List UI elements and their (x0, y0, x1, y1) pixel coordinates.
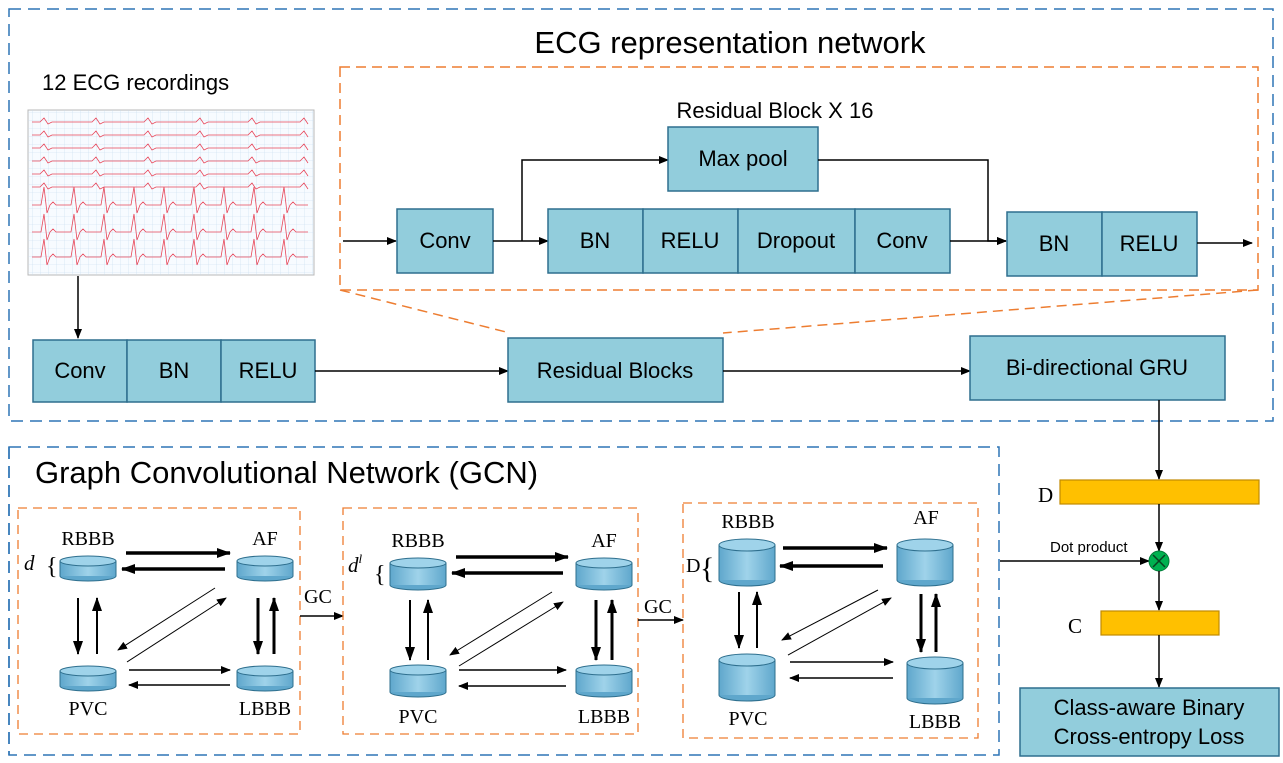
ecg-section-title: ECG representation network (534, 25, 926, 60)
rb-out-bn-label: BN (1039, 231, 1070, 256)
node-rbbb (718, 538, 776, 587)
gru-box (969, 335, 1226, 401)
loss-label-line1: Class-aware Binary (1054, 695, 1245, 720)
node-pvc (389, 664, 447, 698)
maxpool-label: Max pool (698, 146, 787, 171)
node-label-rbbb: RBBB (391, 530, 444, 552)
dim-label-d: d (24, 551, 35, 575)
gcn-panels: RBBB AF PVC LBBB d { GC RBBB (17, 502, 979, 739)
node-pvc (59, 665, 117, 692)
loss-box (1019, 687, 1280, 757)
rb-dropout-label: Dropout (757, 228, 835, 253)
node-label-af: AF (913, 507, 939, 529)
node-rbbb (59, 555, 117, 582)
c-vector-bar (1100, 610, 1220, 636)
gcn-panel-1: RBBB AF PVC LBBB d { (17, 507, 301, 735)
zoom-line-right (722, 289, 1259, 334)
node-lbbb (575, 664, 633, 698)
residual-block-frame (339, 66, 1259, 291)
stem-conv-label: Conv (54, 358, 105, 383)
rb-output-block: BN RELU (1006, 211, 1198, 277)
residual-blocks-box (507, 337, 724, 403)
brace-icon: { (700, 552, 714, 585)
rb-main-path: BN RELU Dropout Conv (547, 208, 951, 274)
dim-label-dl: dl (348, 551, 363, 577)
zoom-line-left (339, 289, 511, 334)
loss-label-line2: Cross-entropy Loss (1054, 724, 1245, 749)
node-label-af: AF (591, 530, 617, 552)
node-af (575, 557, 633, 591)
rb-conv-label: Conv (419, 228, 470, 253)
gcn-panel-3: RBBB AF PVC LBBB D { (682, 502, 979, 739)
gc-label-2: GC (644, 596, 672, 618)
node-label-lbbb: LBBB (239, 698, 291, 720)
d-vector-bar (1059, 479, 1260, 505)
gcn-panel-2: RBBB AF PVC LBBB dl { (342, 507, 639, 735)
node-rbbb (389, 557, 447, 591)
ecg-input-label: 12 ECG recordings (42, 70, 229, 95)
rb-out-relu-label: RELU (1120, 231, 1179, 256)
node-label-af: AF (252, 528, 278, 550)
node-pvc (718, 653, 776, 702)
rb-conv2-label: Conv (876, 228, 927, 253)
stem-bn-label: BN (159, 358, 190, 383)
node-label-lbbb: LBBB (909, 711, 961, 733)
residual-block-title: Residual Block X 16 (677, 98, 874, 123)
node-af (896, 538, 954, 587)
gcn-section-title: Graph Convolutional Network (GCN) (35, 455, 538, 490)
ecg-recording-image (27, 109, 315, 276)
brace-icon: { (374, 562, 386, 588)
node-label-pvc: PVC (399, 706, 438, 728)
maxpool-box (667, 126, 819, 192)
node-label-rbbb: RBBB (61, 528, 114, 550)
ecg-network-frame (8, 8, 1274, 422)
node-lbbb (906, 656, 964, 705)
dim-label-D: D (686, 555, 700, 577)
dot-product-label: Dot product (1050, 539, 1128, 556)
node-label-lbbb: LBBB (578, 706, 630, 728)
node-label-pvc: PVC (69, 698, 108, 720)
d-vector-label: D (1038, 483, 1053, 507)
gc-label-1: GC (304, 586, 332, 608)
node-label-pvc: PVC (729, 708, 768, 730)
rb-bn-label: BN (580, 228, 611, 253)
gcn-frame (8, 446, 1000, 756)
gru-label: Bi-directional GRU (1006, 355, 1188, 380)
rb-relu-label: RELU (661, 228, 720, 253)
node-label-rbbb: RBBB (721, 511, 774, 533)
c-vector-label: C (1068, 614, 1082, 638)
stem-relu-label: RELU (239, 358, 298, 383)
node-af (236, 555, 294, 582)
stem-block: Conv BN RELU (32, 339, 316, 403)
dot-product-icon (1148, 550, 1170, 572)
node-lbbb (236, 665, 294, 692)
brace-icon: { (46, 554, 58, 580)
residual-blocks-label: Residual Blocks (537, 358, 694, 383)
rb-conv-box (396, 208, 494, 274)
